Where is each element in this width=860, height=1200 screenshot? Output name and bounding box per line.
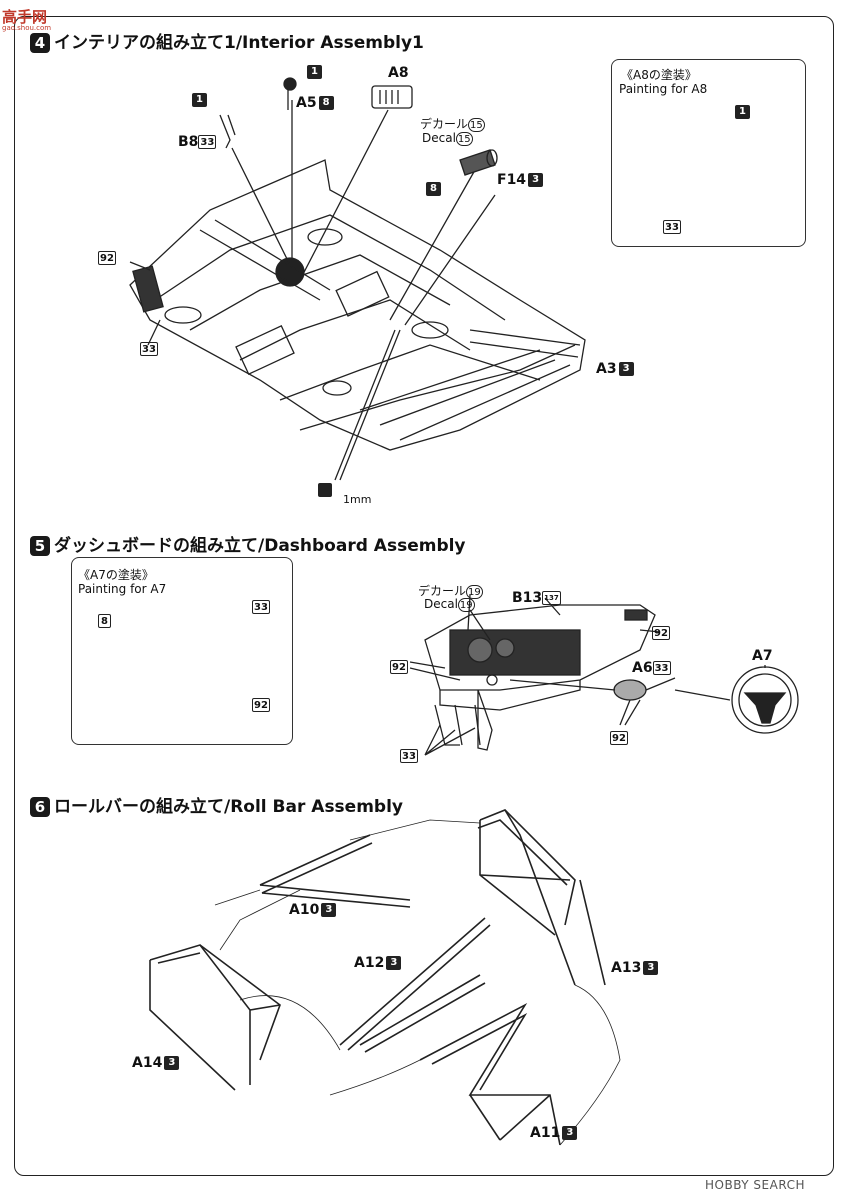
- a8-paint-color-1: 1: [733, 104, 750, 120]
- a8-label: A8: [388, 65, 409, 81]
- a8-paint-color-33: 33: [663, 220, 681, 234]
- a7-paint-color-92: 92: [252, 698, 270, 712]
- step-number: 6: [30, 797, 50, 817]
- dash-color-92-left: 92: [390, 660, 408, 674]
- step-title: インテリアの組み立て1/Interior Assembly1: [54, 33, 424, 53]
- step-title: ロールバーの組み立て/Roll Bar Assembly: [54, 797, 403, 817]
- a7-paint-color-8: 8: [98, 613, 111, 629]
- site-logo: 高手网: [2, 8, 48, 26]
- pedals-color-33: 33: [400, 749, 418, 763]
- a8-painting-box: [611, 59, 806, 247]
- a7-paint-color-33: 33: [252, 600, 270, 614]
- drill-icon: [318, 483, 332, 497]
- step-title: ダッシュボードの組み立て/Dashboard Assembly: [54, 536, 466, 556]
- rollbar-drawing: [149, 809, 621, 1146]
- color-33-callout: 33: [140, 342, 158, 356]
- hobby-search-watermark: HOBBY SEARCH: [705, 1178, 805, 1192]
- dash-color-92-right: 92: [652, 626, 670, 640]
- dashboard-drawing: [409, 594, 799, 756]
- a7-label: A7: [752, 648, 773, 664]
- step-number: 4: [30, 33, 50, 53]
- interior-floor-drawing: [129, 159, 586, 451]
- color-92-callout: 92: [98, 251, 116, 265]
- drill-size-label: 1mm: [343, 493, 372, 506]
- a7-painting-title-jp: 《A7の塗装》: [78, 568, 154, 582]
- site-logo-sub: gao.shou.com: [2, 24, 52, 32]
- a7-painting-box: [71, 557, 293, 745]
- page-frame: [14, 16, 834, 1176]
- f14-color-callout: 8: [424, 181, 441, 197]
- a6-color-92: 92: [610, 731, 628, 745]
- a8-painting-title-en: Painting for A8: [619, 82, 708, 96]
- step-number: 5: [30, 536, 50, 556]
- b8-paint-callout: 1: [190, 92, 207, 108]
- a7-painting-title-en: Painting for A7: [78, 582, 167, 596]
- a5-paint-callout: 1: [305, 64, 322, 80]
- a8-painting-title-jp: 《A8の塗装》: [621, 68, 697, 82]
